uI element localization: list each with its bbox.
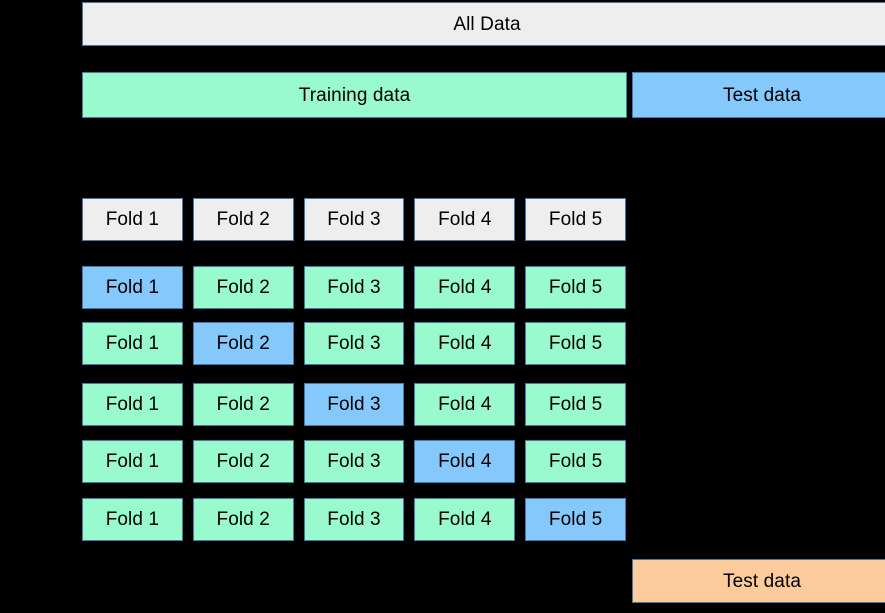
fold-cell-2-training: Fold 2 bbox=[192, 266, 294, 309]
fold-cell-1-training: Fold 1 bbox=[82, 498, 183, 541]
fold-cell-5-training: Fold 5 bbox=[525, 383, 626, 426]
fold-cell-4-training: Fold 4 bbox=[414, 322, 516, 365]
fold-cell-2-training: Fold 2 bbox=[192, 383, 294, 426]
fold-cell-3-validation: Fold 3 bbox=[303, 383, 405, 426]
fold-cell-2-training: Fold 2 bbox=[192, 440, 294, 483]
fold-cell-4-validation: Fold 4 bbox=[414, 440, 516, 483]
fold-cell-3-training: Fold 3 bbox=[303, 498, 405, 541]
fold-cell-1-validation: Fold 1 bbox=[82, 266, 183, 309]
fold-cell-1-training: Fold 1 bbox=[82, 322, 183, 365]
training-data-bar: Training data bbox=[82, 72, 627, 118]
fold-cell-2-validation: Fold 2 bbox=[192, 322, 294, 365]
fold-cell-5-validation: Fold 5 bbox=[525, 498, 626, 541]
fold-cell-5-training: Fold 5 bbox=[525, 266, 626, 309]
fold-cell-2-neutral: Fold 2 bbox=[192, 198, 294, 241]
fold-cell-3-training: Fold 3 bbox=[303, 440, 405, 483]
final-test-data-bar: Test data bbox=[632, 559, 885, 603]
fold-cell-5-training: Fold 5 bbox=[525, 322, 626, 365]
test-data-bar: Test data bbox=[632, 72, 885, 118]
fold-cell-3-training: Fold 3 bbox=[303, 266, 405, 309]
fold-cell-3-neutral: Fold 3 bbox=[303, 198, 405, 241]
fold-cell-1-neutral: Fold 1 bbox=[82, 198, 183, 241]
fold-cell-5-neutral: Fold 5 bbox=[525, 198, 626, 241]
fold-cell-4-neutral: Fold 4 bbox=[414, 198, 516, 241]
fold-cell-4-training: Fold 4 bbox=[414, 266, 516, 309]
all-data-bar: All Data bbox=[82, 2, 885, 46]
fold-cell-4-training: Fold 4 bbox=[414, 498, 516, 541]
fold-cell-4-training: Fold 4 bbox=[414, 383, 516, 426]
fold-cell-1-training: Fold 1 bbox=[82, 440, 183, 483]
fold-cell-5-training: Fold 5 bbox=[525, 440, 626, 483]
fold-cell-2-training: Fold 2 bbox=[192, 498, 294, 541]
fold-cell-1-training: Fold 1 bbox=[82, 383, 183, 426]
fold-cell-3-training: Fold 3 bbox=[303, 322, 405, 365]
